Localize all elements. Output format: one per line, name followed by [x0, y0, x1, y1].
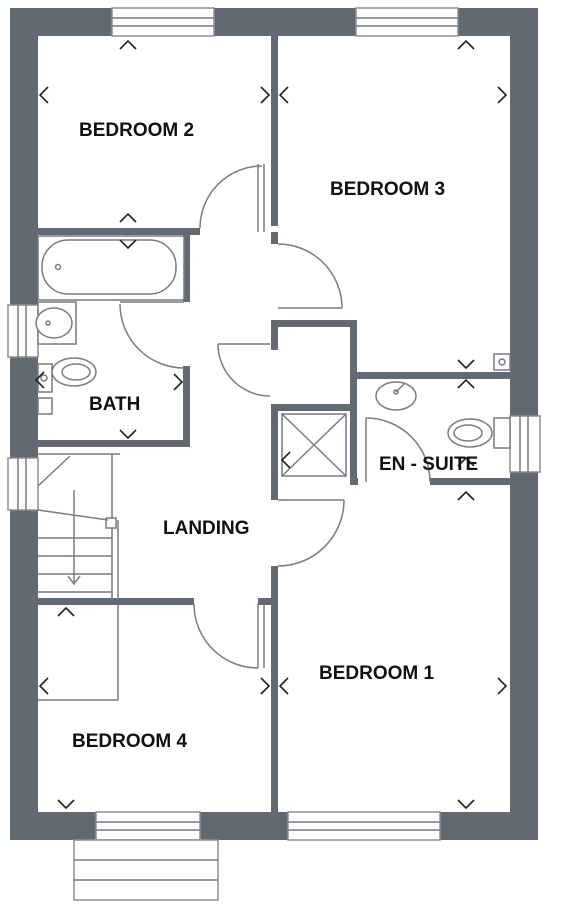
- room-label-bedroom-3: BEDROOM 3: [330, 179, 445, 200]
- room-label-bedroom-2: BEDROOM 2: [79, 120, 194, 141]
- room-label-landing: LANDING: [163, 518, 250, 539]
- bedroom-4-wardrobe: [38, 605, 119, 701]
- interior-walls: [10, 36, 510, 812]
- room-label-en-suite: EN - SUITE: [379, 454, 478, 475]
- dimension-markers: [34, 39, 508, 810]
- external-steps: [73, 839, 219, 901]
- doors: [119, 164, 431, 669]
- room-label-bedroom-4: BEDROOM 4: [72, 731, 188, 752]
- fixtures: [35, 235, 511, 477]
- room-label-bath: BATH: [89, 394, 140, 415]
- windows: [7, 7, 541, 841]
- room-label-bedroom-1: BEDROOM 1: [319, 663, 435, 684]
- room-labels: BEDROOM 2 BEDROOM 3 BATH EN - SUITE LAND…: [72, 120, 478, 752]
- staircase: [37, 453, 120, 600]
